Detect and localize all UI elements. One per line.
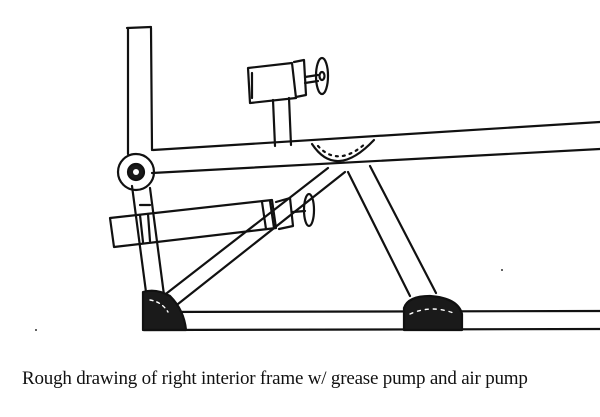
bottom-right-foot [402,294,464,332]
top-left-joint [116,152,156,192]
top-joint-bracket [310,138,376,163]
left-leg [130,184,166,297]
right-diagonal-leg [346,164,438,298]
bottom-rail [142,309,600,332]
frame-sketch [35,25,600,332]
left-diagonal-brace [156,166,347,306]
figure-caption: Rough drawing of right interior frame w/… [22,368,528,389]
bottom-left-foot [141,289,188,332]
sketch-specks [35,269,503,331]
vertical-post [125,25,154,156]
air-pump [108,192,316,249]
top-rail [150,120,600,175]
grease-pump [246,56,330,148]
